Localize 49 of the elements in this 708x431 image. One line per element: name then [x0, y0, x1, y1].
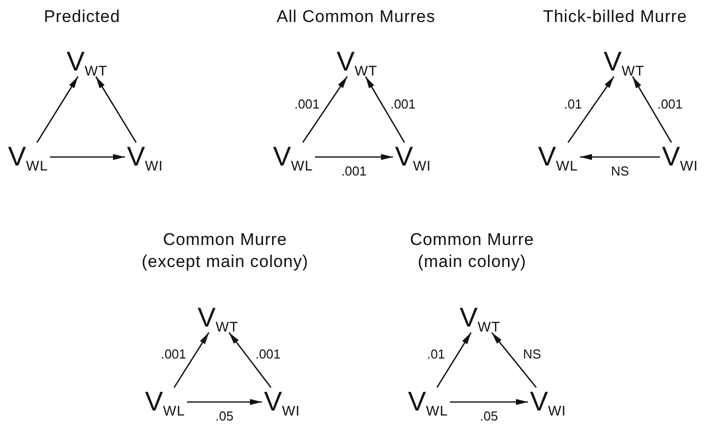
arrow: [36, 76, 79, 143]
panel-title: (except main colony): [142, 252, 308, 272]
panel-title: Predicted: [44, 7, 120, 27]
edge-label: .001: [340, 164, 368, 178]
variable-label: V$_{WL}$: [271, 142, 315, 172]
edge-label: .001: [160, 346, 188, 362]
arrow: [174, 332, 210, 388]
variable-label: V$_{WI}$: [392, 142, 434, 172]
variable-label: V$_{WL}$: [536, 142, 580, 172]
variable-label: V$_{WI}$: [262, 388, 302, 416]
variable-label: V$_{WI}$: [660, 142, 700, 172]
edge-label: .05: [214, 408, 234, 424]
arrow: [50, 154, 125, 160]
arrow: [95, 76, 137, 143]
arrow: [436, 332, 472, 388]
variable-label: V$_{WI}$: [528, 388, 568, 416]
edge-label: NS: [522, 346, 542, 362]
arrow: [187, 399, 262, 405]
edge-label: .01: [426, 346, 446, 362]
edge-label: NS: [610, 164, 630, 178]
variable-label: V$_{WT}$: [64, 48, 110, 76]
variable-label: V$_{WT}$: [458, 304, 502, 332]
arrow: [228, 332, 272, 388]
edge-label: .001: [656, 96, 684, 111]
panel-title: Thick-billed Murre: [542, 7, 688, 27]
arrow: [450, 399, 528, 405]
variable-label: V$_{WT}$: [196, 304, 240, 332]
panel-title: All Common Murres: [276, 7, 436, 27]
arrow: [632, 76, 672, 143]
variable-label: V$_{WL}$: [6, 142, 50, 172]
variable-label: V$_{WI}$: [124, 142, 166, 172]
variable-label: V$_{WT}$: [602, 48, 646, 76]
arrow: [364, 76, 406, 143]
arrow: [568, 76, 614, 143]
arrow: [491, 332, 537, 388]
variable-label: V$_{WT}$: [334, 48, 380, 76]
panel-title: (main colony): [418, 252, 526, 272]
edge-label: .01: [562, 96, 584, 111]
edge-label: .001: [389, 96, 417, 111]
arrow: [315, 154, 393, 160]
edge-label: .05: [478, 408, 499, 424]
variable-label: V$_{WL}$: [143, 388, 187, 416]
arrow: [580, 154, 660, 160]
panel-title: Common Murre: [410, 230, 534, 250]
arrow: [302, 76, 348, 143]
variable-label: V$_{WL}$: [406, 388, 450, 416]
edge-label: .001: [293, 96, 321, 111]
edge-label: .001: [254, 346, 282, 362]
panel-title: Common Murre: [162, 230, 288, 250]
